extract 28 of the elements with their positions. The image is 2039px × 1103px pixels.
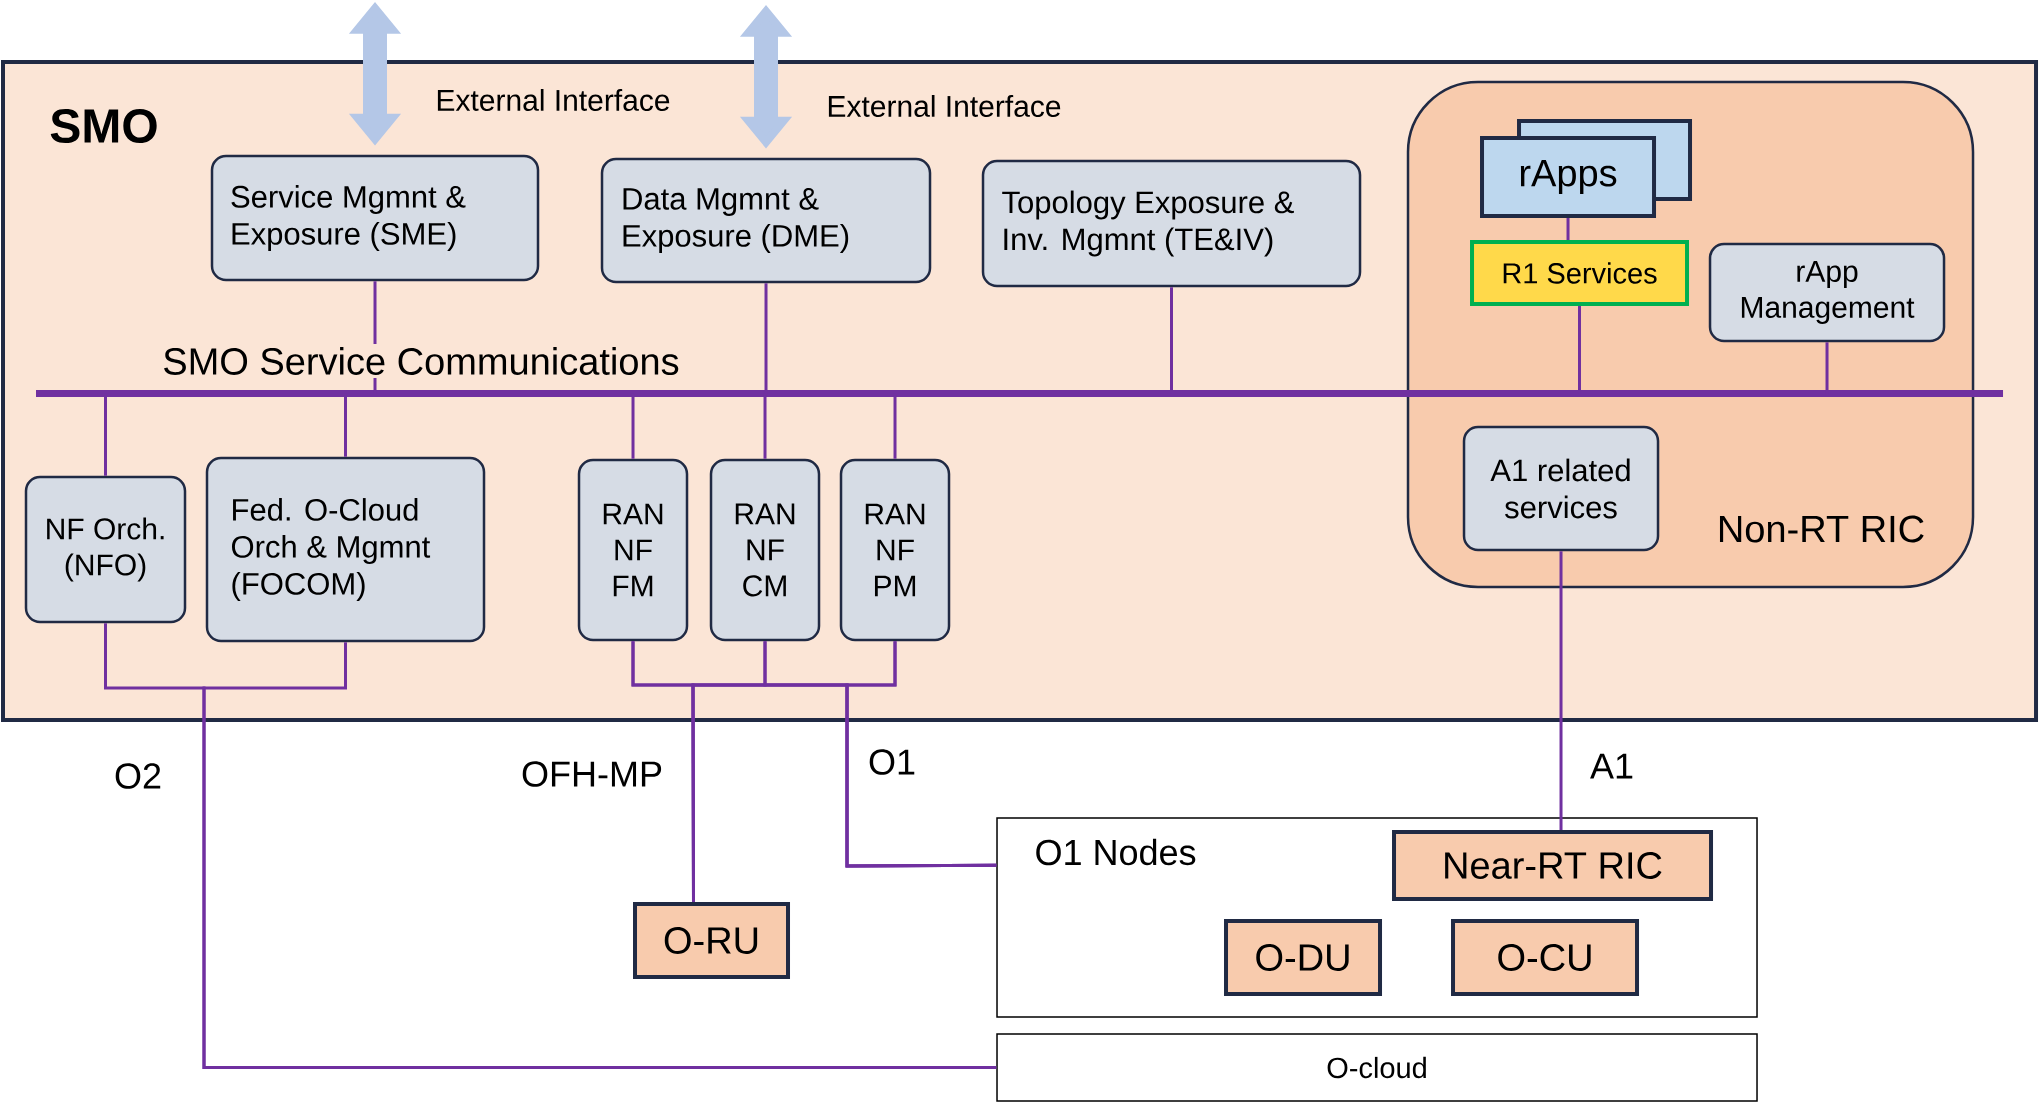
service-box: R1 Services: [1470, 240, 1689, 306]
interface-label: A1: [1590, 753, 1633, 779]
service-box: Data Mgmnt & Exposure (DME): [600, 157, 932, 284]
stacked-app-box: rApps: [1480, 119, 1692, 218]
interface-label: OFH-MP: [522, 761, 662, 787]
connector-line: [845, 641, 997, 868]
network-node-box: O-DU: [1224, 919, 1382, 996]
bus-label: SMO Service Communications: [159, 344, 683, 378]
function-box: Fed. O-Cloud Orch & Mgmnt (FOCOM): [205, 456, 486, 643]
function-box: NF Orch. (NFO): [24, 475, 187, 624]
service-box: rApp Management: [1708, 242, 1946, 343]
interface-label: O2: [115, 763, 161, 789]
function-box: RAN NF CM: [709, 458, 821, 642]
network-node-box: O-RU: [633, 902, 790, 979]
connector-line: [1559, 551, 1563, 830]
cloud-box: O-cloud: [996, 1033, 1758, 1102]
function-box: RAN NF PM: [839, 458, 951, 642]
service-box: Service Mgmnt & Exposure (SME): [210, 154, 540, 282]
connector-line: [1566, 218, 1570, 240]
network-node-box: Near-RT RIC: [1392, 830, 1713, 901]
bus-bar: [36, 390, 2004, 397]
service-box: Topology Exposure & Inv. Mgmnt (TE&IV): [981, 159, 1362, 288]
function-box: RAN NF FM: [577, 458, 689, 642]
network-node-box: O-CU: [1451, 919, 1639, 996]
edge-label: External Interface: [437, 89, 670, 111]
service-box: A1 related services: [1462, 425, 1660, 552]
interface-label: O1: [869, 749, 915, 775]
edge-label: External Interface: [828, 95, 1061, 117]
